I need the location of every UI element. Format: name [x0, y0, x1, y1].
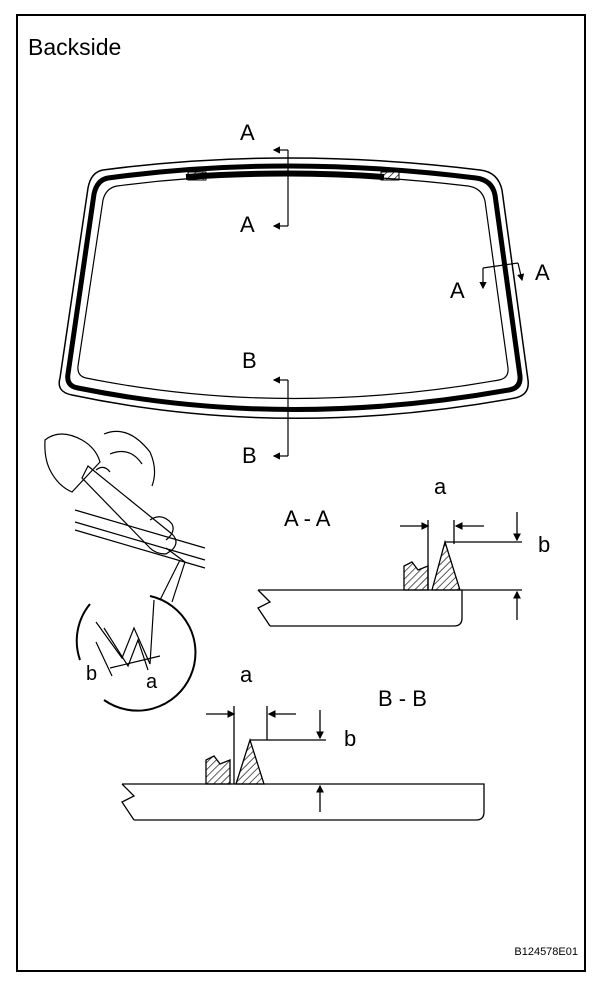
cut-line-b	[272, 376, 289, 460]
section-bb-drawing	[121, 706, 485, 821]
figure-title: Backside	[28, 34, 122, 60]
cut-line-a-top	[272, 146, 289, 230]
section-title-bb: B - B	[378, 686, 427, 711]
section-bb-dim-b: b	[344, 726, 356, 751]
cut-label-a-2: A	[240, 212, 255, 237]
cut-label-b-2: B	[242, 443, 257, 468]
section-aa-dim-a: a	[434, 474, 447, 499]
figure-code: B124578E01	[514, 946, 578, 958]
detail-label-a: a	[146, 671, 158, 693]
cut-line-a-side	[479, 262, 525, 290]
detail-label-b: b	[86, 663, 97, 685]
top-molding	[185, 170, 400, 181]
cut-label-a-4: A	[450, 278, 465, 303]
section-bb-dim-a: a	[240, 662, 253, 687]
cut-label-a-3: A	[535, 260, 550, 285]
section-title-aa: A - A	[284, 506, 331, 531]
section-aa-drawing	[257, 512, 522, 627]
cut-label-a-1: A	[240, 120, 255, 145]
section-aa-dim-b: b	[538, 532, 550, 557]
adhesive-gun-illustration	[44, 430, 206, 712]
cut-label-b-1: B	[242, 348, 257, 373]
figure-frame	[16, 14, 586, 972]
